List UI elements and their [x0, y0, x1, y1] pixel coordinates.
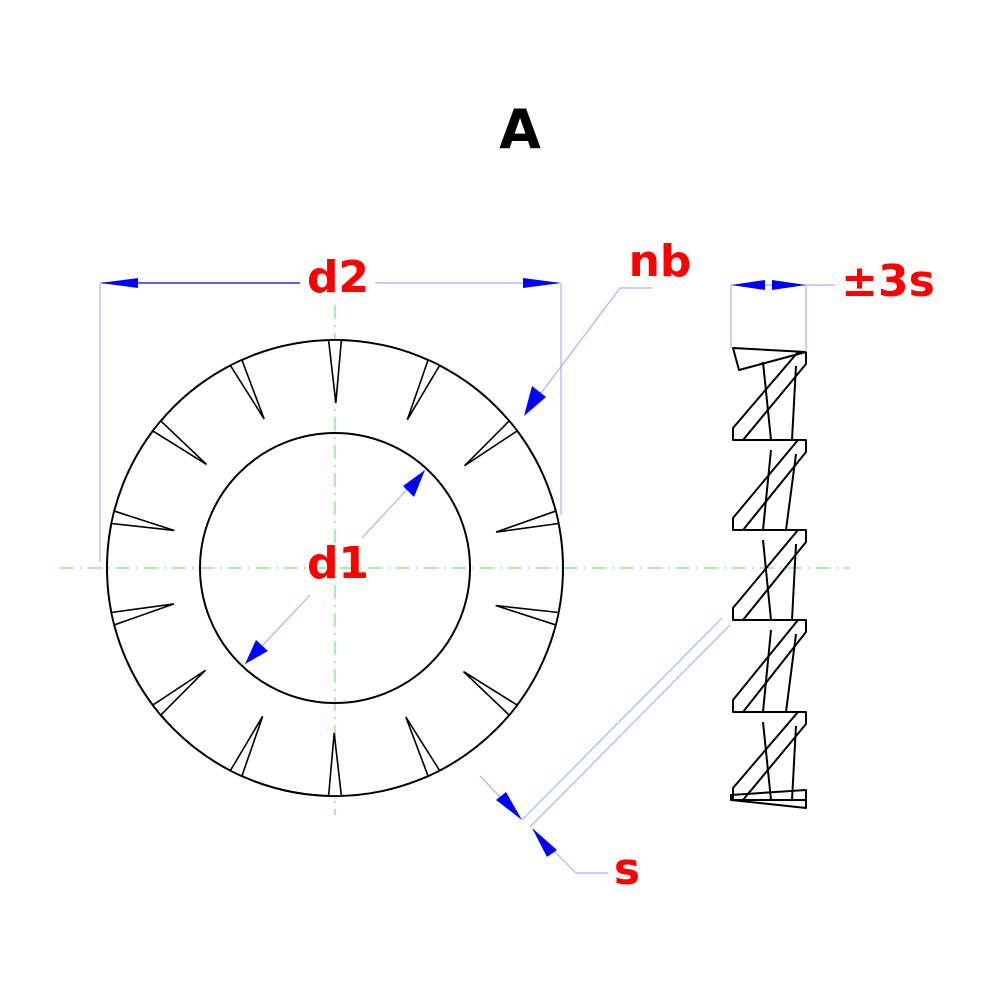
nb-leader [529, 287, 652, 409]
thickness-label: s [614, 844, 640, 895]
nb-label: nb [629, 236, 692, 287]
washer-front-view [106, 339, 564, 797]
tooth [327, 732, 343, 797]
side-inner-edge [762, 539, 772, 621]
side-top-taper [732, 347, 807, 371]
tooth [406, 358, 441, 421]
side-inner-edge [791, 365, 797, 441]
height-dimension [730, 284, 835, 352]
tooth [405, 716, 441, 778]
tooth [110, 603, 175, 626]
side-inner-edge [762, 721, 772, 801]
tooth [110, 510, 175, 532]
d1-label: d1 [307, 538, 369, 589]
inner-circle [199, 432, 471, 704]
height-label: ±3s [841, 256, 935, 307]
d2-dimension [99, 282, 562, 562]
tooth [229, 358, 265, 420]
tooth [327, 339, 343, 404]
d2-label: d2 [307, 252, 369, 303]
side-tooth-bar [732, 619, 807, 713]
side-inner-edge [785, 453, 797, 531]
tooth [495, 604, 560, 626]
tooth [495, 510, 560, 533]
tooth [151, 669, 207, 717]
teeth [110, 339, 560, 797]
side-inner-edge [791, 725, 797, 801]
side-inner-edge [791, 543, 797, 621]
side-tooth-bar [732, 439, 807, 531]
thickness-dimension [479, 617, 731, 874]
tooth [462, 670, 519, 717]
side-inner-edge [762, 629, 772, 713]
washer-side-view [730, 347, 807, 809]
tooth [463, 419, 519, 467]
side-inner-edge [762, 361, 772, 441]
tooth [229, 715, 264, 778]
view-title: A [499, 98, 541, 161]
side-inner-edge [762, 449, 772, 531]
tooth [151, 419, 208, 466]
side-bottom-taper [730, 789, 807, 809]
side-inner-edge [785, 633, 797, 713]
